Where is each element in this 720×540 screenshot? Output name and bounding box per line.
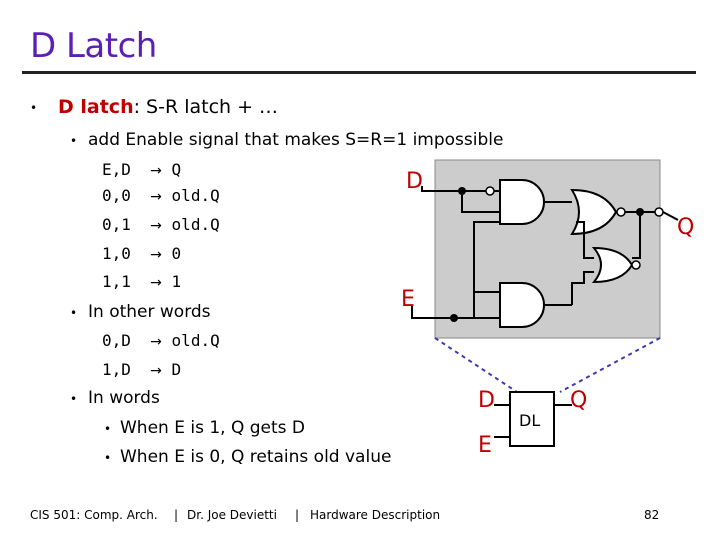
nor-gate-lower	[591, 246, 634, 284]
sub-bullet-in-words: In words	[88, 388, 160, 408]
lower-to-nor-wire	[571, 271, 594, 305]
feedback-wire-2	[576, 221, 594, 259]
arrow-glyph: →	[150, 275, 162, 291]
q-output-node	[654, 207, 664, 217]
main-bullet: D latch: S-R latch + …	[58, 96, 278, 118]
diagram-label-e: E	[401, 287, 415, 312]
other-words-row: 1,D → D	[102, 360, 181, 379]
arrow-glyph: →	[150, 218, 162, 234]
bullet-dot: •	[70, 392, 78, 406]
truth-input: 1,0	[102, 244, 131, 263]
other-output: old.Q	[171, 331, 220, 350]
truth-row: 0,1 → old.Q	[102, 215, 220, 234]
dl-label-e: E	[478, 433, 492, 458]
sub-bullet-other-words: In other words	[88, 302, 211, 322]
latch-box	[434, 159, 661, 339]
other-output: D	[171, 360, 182, 379]
diagram-label-d: D	[406, 169, 423, 194]
and-gate-lower	[499, 282, 545, 328]
truth-output: old.Q	[171, 215, 220, 234]
footer-sep: |	[174, 508, 179, 522]
footer-topic: Hardware Description	[310, 508, 441, 522]
other-input: 0,D	[102, 331, 131, 350]
q-label-wire	[662, 211, 679, 221]
truth-row: 1,0 → 0	[102, 244, 181, 263]
arrow-glyph: →	[150, 334, 162, 350]
truth-input: 1,1	[102, 272, 131, 291]
arrow-glyph: →	[150, 363, 162, 379]
nor-upper-bubble	[616, 207, 626, 217]
other-words-row: 0,D → old.Q	[102, 331, 220, 350]
bullet-dot: •	[70, 134, 78, 148]
footer-course: CIS 501: Comp. Arch.	[30, 508, 158, 522]
e-wire	[411, 305, 454, 319]
truth-row: E,D → Q	[102, 160, 181, 179]
arrow-glyph: →	[150, 163, 162, 179]
words-item: When E is 1, Q gets D	[120, 418, 306, 438]
dl-block-name: DL	[519, 411, 540, 430]
dashed-line-left	[434, 337, 518, 393]
arrow-glyph: →	[150, 247, 162, 263]
words-item: When E is 0, Q retains old value	[120, 447, 392, 467]
sub-bullet-enable: add Enable signal that makes S=R=1 impos…	[88, 130, 504, 150]
truth-row: 1,1 → 1	[102, 272, 181, 291]
bullet-dot: •	[104, 422, 112, 436]
bullet-dot: •	[104, 451, 112, 465]
truth-output: Q	[171, 160, 182, 179]
truth-output: old.Q	[171, 186, 220, 205]
feedback-wire-1	[632, 212, 641, 259]
dashed-line-right	[559, 337, 661, 393]
arrow-glyph: →	[150, 189, 162, 205]
dl-block	[509, 391, 555, 447]
truth-output: 1	[171, 272, 182, 291]
diagram-label-q: Q	[677, 215, 694, 240]
nor-lower-bubble	[631, 260, 641, 270]
dl-label-q: Q	[570, 388, 587, 413]
truth-input: 0,1	[102, 215, 131, 234]
slide-title: D Latch	[30, 26, 157, 66]
and-gate-upper	[499, 179, 545, 225]
main-bullet-term: D latch	[58, 96, 134, 118]
other-input: 1,D	[102, 360, 131, 379]
truth-input: E,D	[102, 160, 131, 179]
page-number: 82	[644, 508, 660, 522]
bullet-dot: •	[30, 101, 38, 115]
truth-output: 0	[171, 244, 182, 263]
footer-author: Dr. Joe Devietti	[187, 508, 277, 522]
footer-sep: |	[295, 508, 300, 522]
dl-label-d: D	[478, 388, 495, 413]
inverter-bubble	[485, 186, 495, 196]
bullet-dot: •	[70, 306, 78, 320]
main-bullet-rest: : S-R latch + …	[133, 96, 279, 118]
truth-row: 0,0 → old.Q	[102, 186, 220, 205]
e-to-upper-and	[473, 221, 500, 318]
truth-input: 0,0	[102, 186, 131, 205]
d-branch-wire	[461, 191, 500, 213]
title-rule	[22, 71, 696, 74]
